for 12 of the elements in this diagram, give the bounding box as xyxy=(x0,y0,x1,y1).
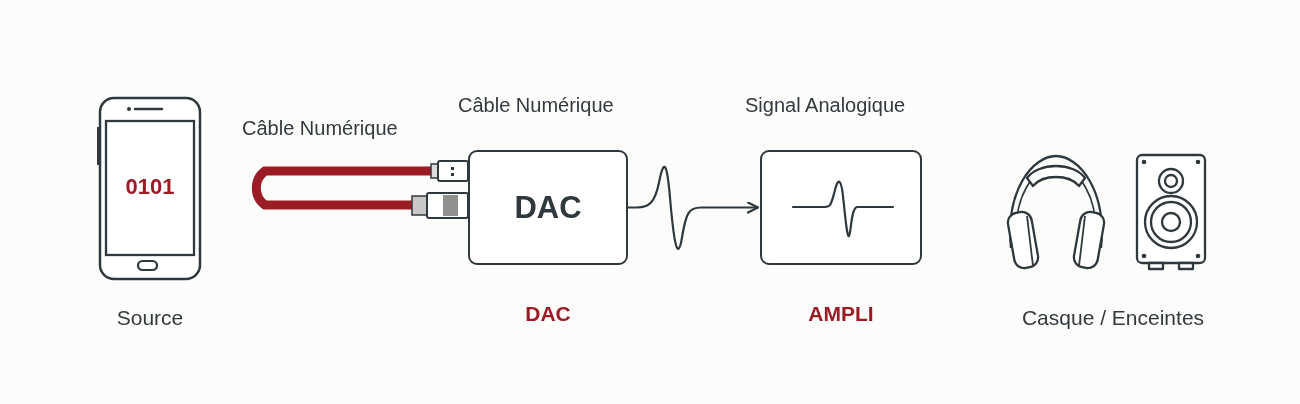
connection-label: Câble Numérique xyxy=(242,117,398,140)
connection-label: Signal Analogique xyxy=(745,94,906,117)
device-box xyxy=(468,150,628,265)
connection-label: Câble Numérique xyxy=(458,94,614,117)
node-label: DAC xyxy=(525,302,571,326)
amplifier-box xyxy=(760,150,922,265)
device-name: DAC xyxy=(514,189,582,226)
node-label: AMPLI xyxy=(808,302,874,326)
signal-arrow xyxy=(628,166,760,250)
screen-text: 0101 xyxy=(125,174,175,200)
node-label: Casque / Enceintes xyxy=(1021,306,1205,330)
node-label: Source xyxy=(116,306,184,330)
